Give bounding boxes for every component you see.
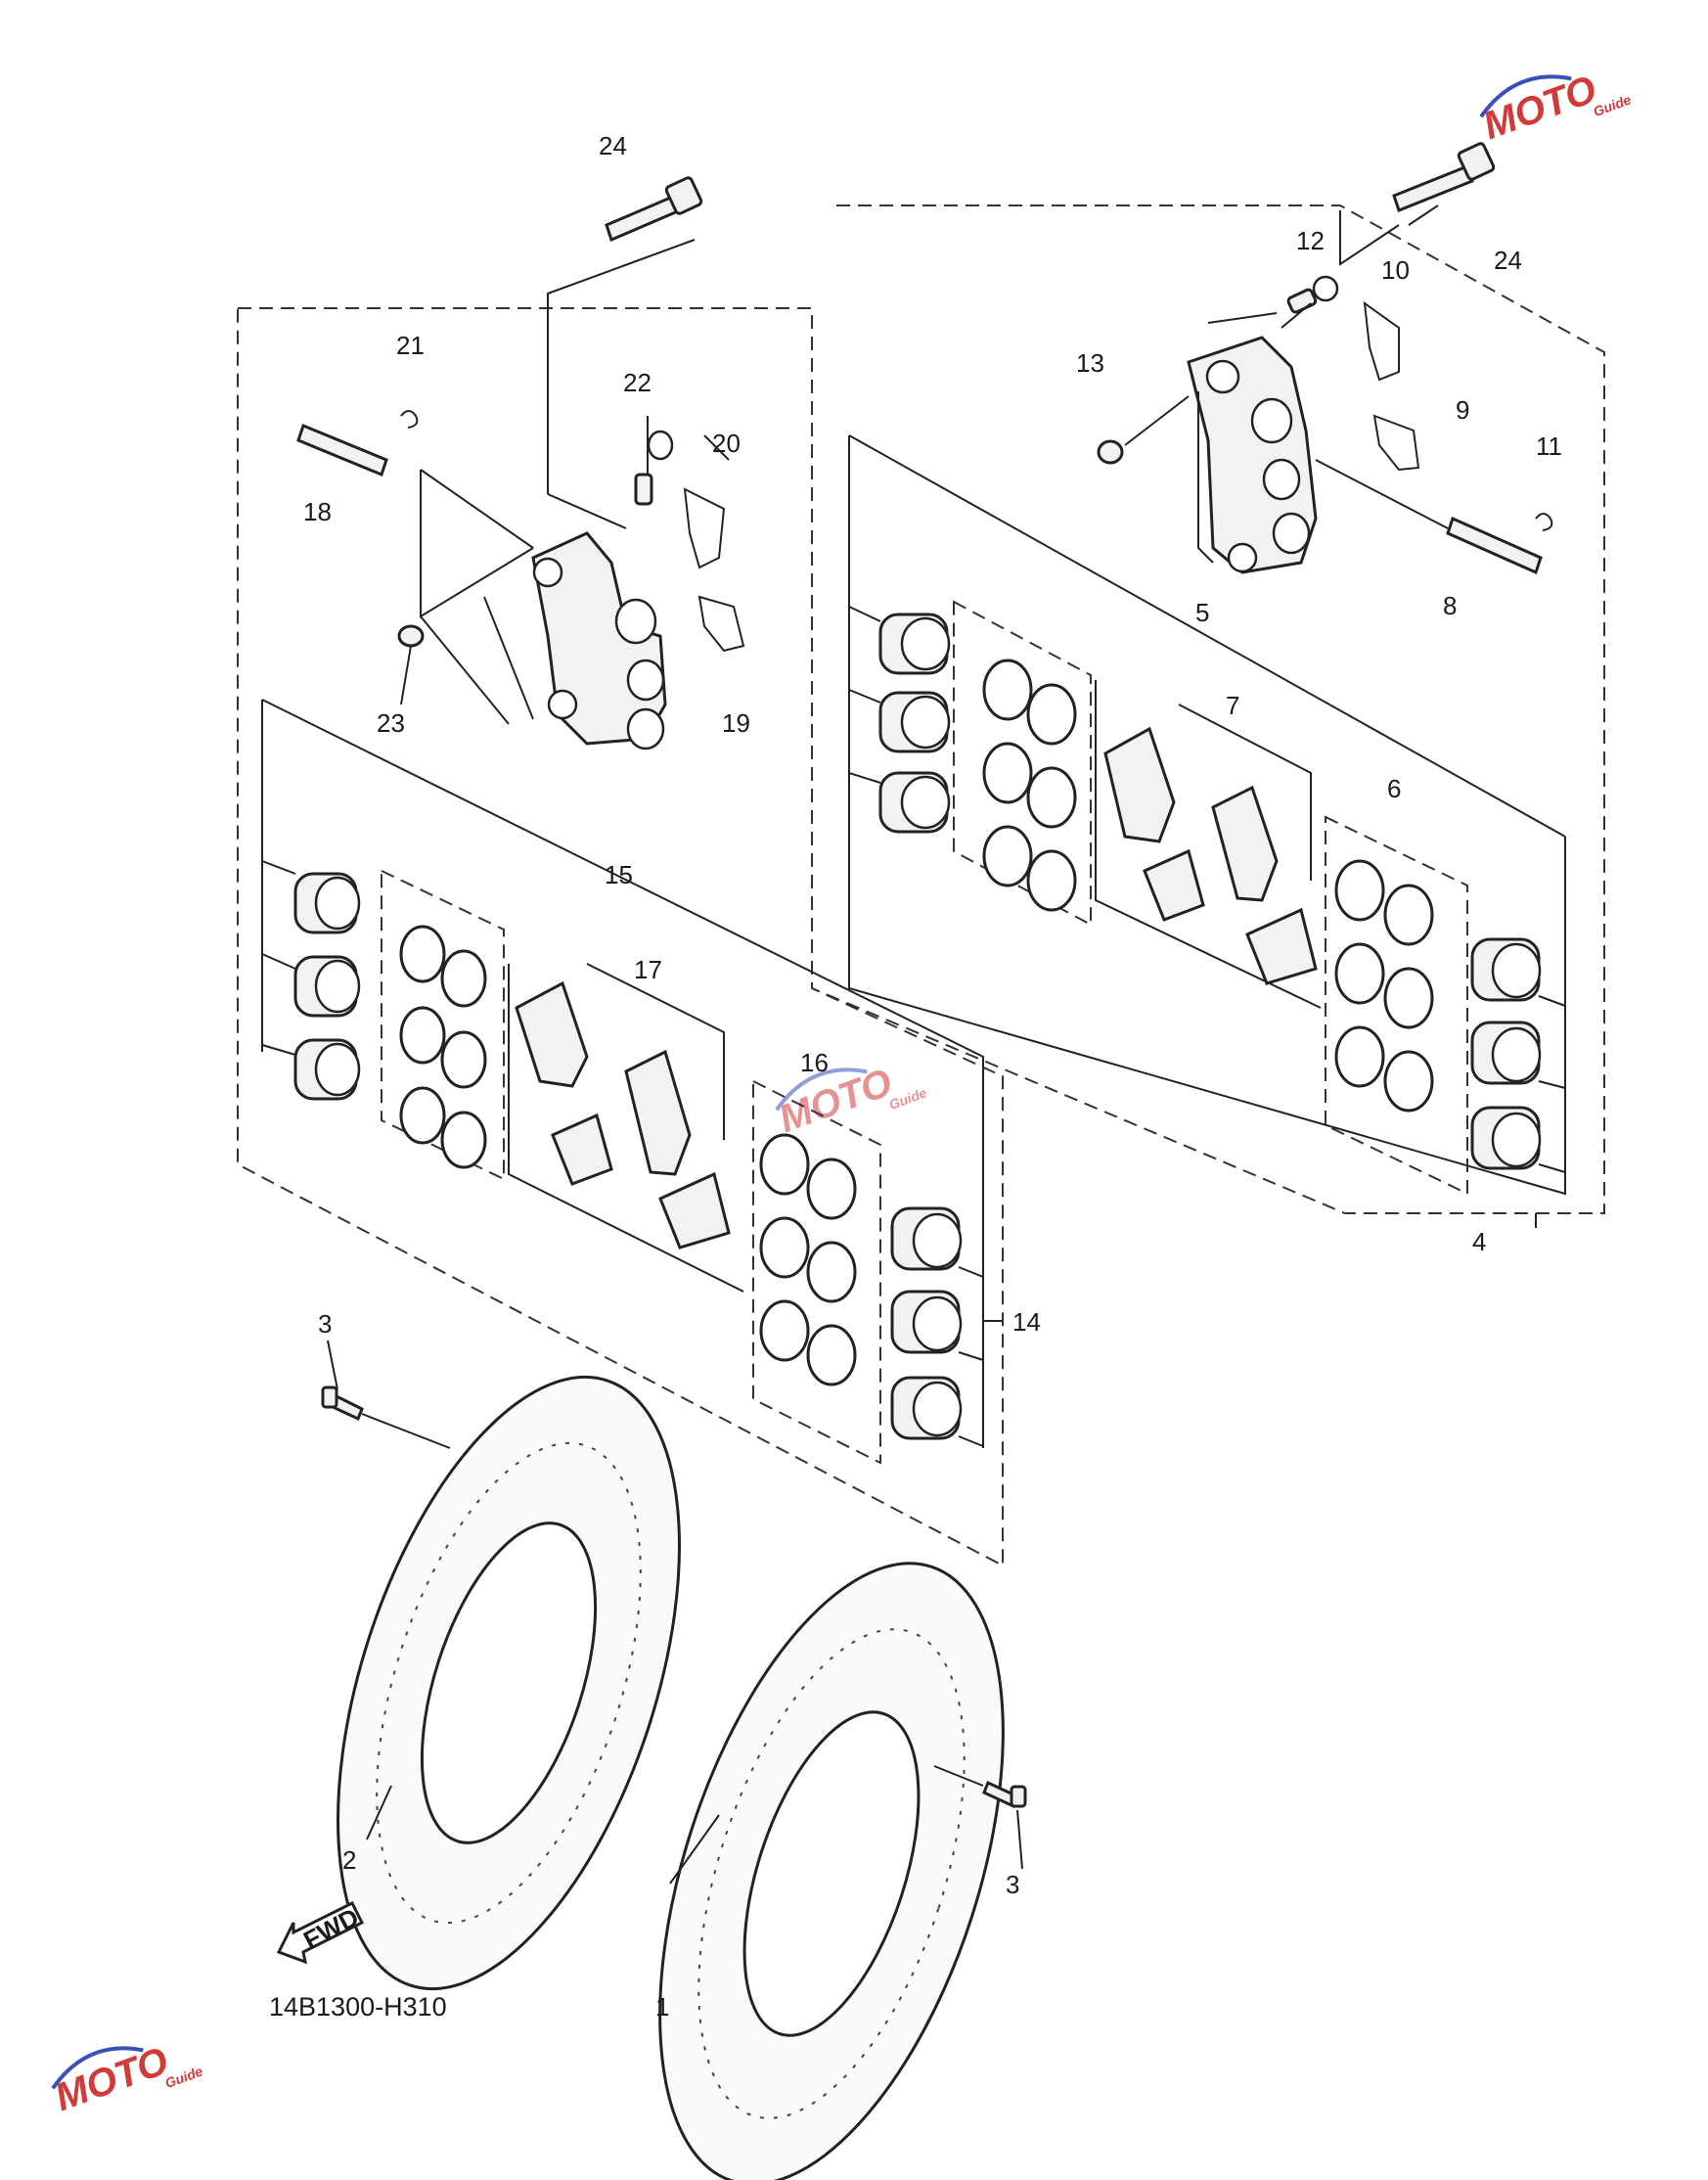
piston-seals-right (982, 659, 1077, 912)
callout-15: 15 (605, 860, 633, 889)
pad-shim-19 (697, 595, 745, 653)
clip-11 (1535, 513, 1553, 531)
callout-12: 12 (1296, 226, 1325, 255)
piston-seals-right-2 (1334, 859, 1434, 1113)
pad-shim-9 (1372, 414, 1420, 472)
callout-3-left: 3 (318, 1309, 332, 1339)
callout-5: 5 (1195, 598, 1209, 627)
brake-disc-2 (337, 1375, 681, 1991)
callout-18: 18 (303, 497, 332, 526)
right-assembly-dashed-box (811, 204, 1605, 1214)
leaders-left-caliper (400, 239, 730, 725)
pad-spring-10 (1363, 300, 1400, 382)
bleed-screw-22 (634, 430, 674, 506)
seal-kit-outline-left (261, 699, 984, 1448)
callout-4: 4 (1472, 1227, 1486, 1256)
watermark-center: MOTO Guide (774, 1061, 929, 1141)
callout-1: 1 (655, 1992, 669, 2021)
callout-2: 2 (342, 1845, 356, 1875)
o-ring-13 (1097, 439, 1124, 465)
caliper-body-right (1187, 336, 1318, 574)
piston-seal-box-left (381, 869, 505, 1181)
callout-10: 10 (1381, 255, 1410, 285)
callout-11: 11 (1536, 431, 1562, 461)
pistons-left-outer (261, 860, 361, 1101)
pad-kit-outline-left (508, 963, 744, 1293)
caliper-body-left (531, 531, 667, 750)
mounting-bolt-24-right (1392, 142, 1496, 212)
callout-9: 9 (1456, 395, 1469, 425)
callout-24-right: 24 (1494, 246, 1522, 275)
mounting-bolt-24-left (605, 176, 703, 243)
callout-3-right: 3 (1006, 1870, 1019, 1899)
callout-21: 21 (396, 331, 425, 360)
watermark-text: MOTO (50, 2039, 174, 2119)
callout-24-left: 24 (599, 131, 627, 160)
callout-16: 16 (800, 1048, 829, 1077)
brake-disc-1 (658, 1562, 1005, 2180)
drawing-code: 14B1300-H310 (269, 1992, 447, 2021)
watermark-top-right: MOTO Guide (1478, 68, 1634, 148)
pad-pin-8 (1446, 516, 1543, 575)
callout-17: 17 (634, 955, 662, 984)
callout-8: 8 (1443, 591, 1457, 620)
callout-7: 7 (1226, 691, 1239, 720)
callout-19: 19 (722, 708, 750, 738)
piston-seals-left-2 (759, 1133, 857, 1386)
callout-22: 22 (623, 368, 652, 397)
seal-kit-outline-right (848, 434, 1566, 1196)
bleed-screw-12 (1286, 275, 1339, 314)
callout-6: 6 (1387, 774, 1401, 803)
callout-14: 14 (1012, 1307, 1041, 1337)
left-assembly-dashed-box (237, 307, 1004, 1567)
brake-pads-left (515, 980, 731, 1249)
pistons-right-outer (848, 606, 951, 834)
pad-pin-18 (296, 424, 388, 477)
callout-20: 20 (712, 429, 741, 458)
pad-spring-20 (683, 487, 726, 569)
leaders-right-caliper (1124, 204, 1449, 564)
o-ring-23 (397, 624, 425, 648)
watermark-text: MOTO (1478, 68, 1602, 148)
disc-bolt-3-right (982, 1780, 1027, 1809)
disc-bolt-3-left (321, 1385, 364, 1422)
pistons-right-inner (1470, 937, 1566, 1173)
forward-label: FWD (298, 1902, 363, 1955)
watermark-bottom-left: MOTO Guide (50, 2039, 205, 2119)
callout-23: 23 (377, 708, 405, 738)
brake-pads-right (1103, 726, 1318, 985)
clip-21 (400, 410, 419, 429)
piston-seal-box-left-2 (752, 1079, 881, 1465)
forward-arrow-icon: FWD (276, 1900, 365, 1965)
pad-kit-outline-right (1095, 680, 1322, 1009)
piston-seals-left (399, 925, 487, 1169)
callout-13: 13 (1076, 348, 1104, 378)
pistons-left-inner (890, 1206, 984, 1447)
leaders-discs (327, 1213, 1537, 1885)
